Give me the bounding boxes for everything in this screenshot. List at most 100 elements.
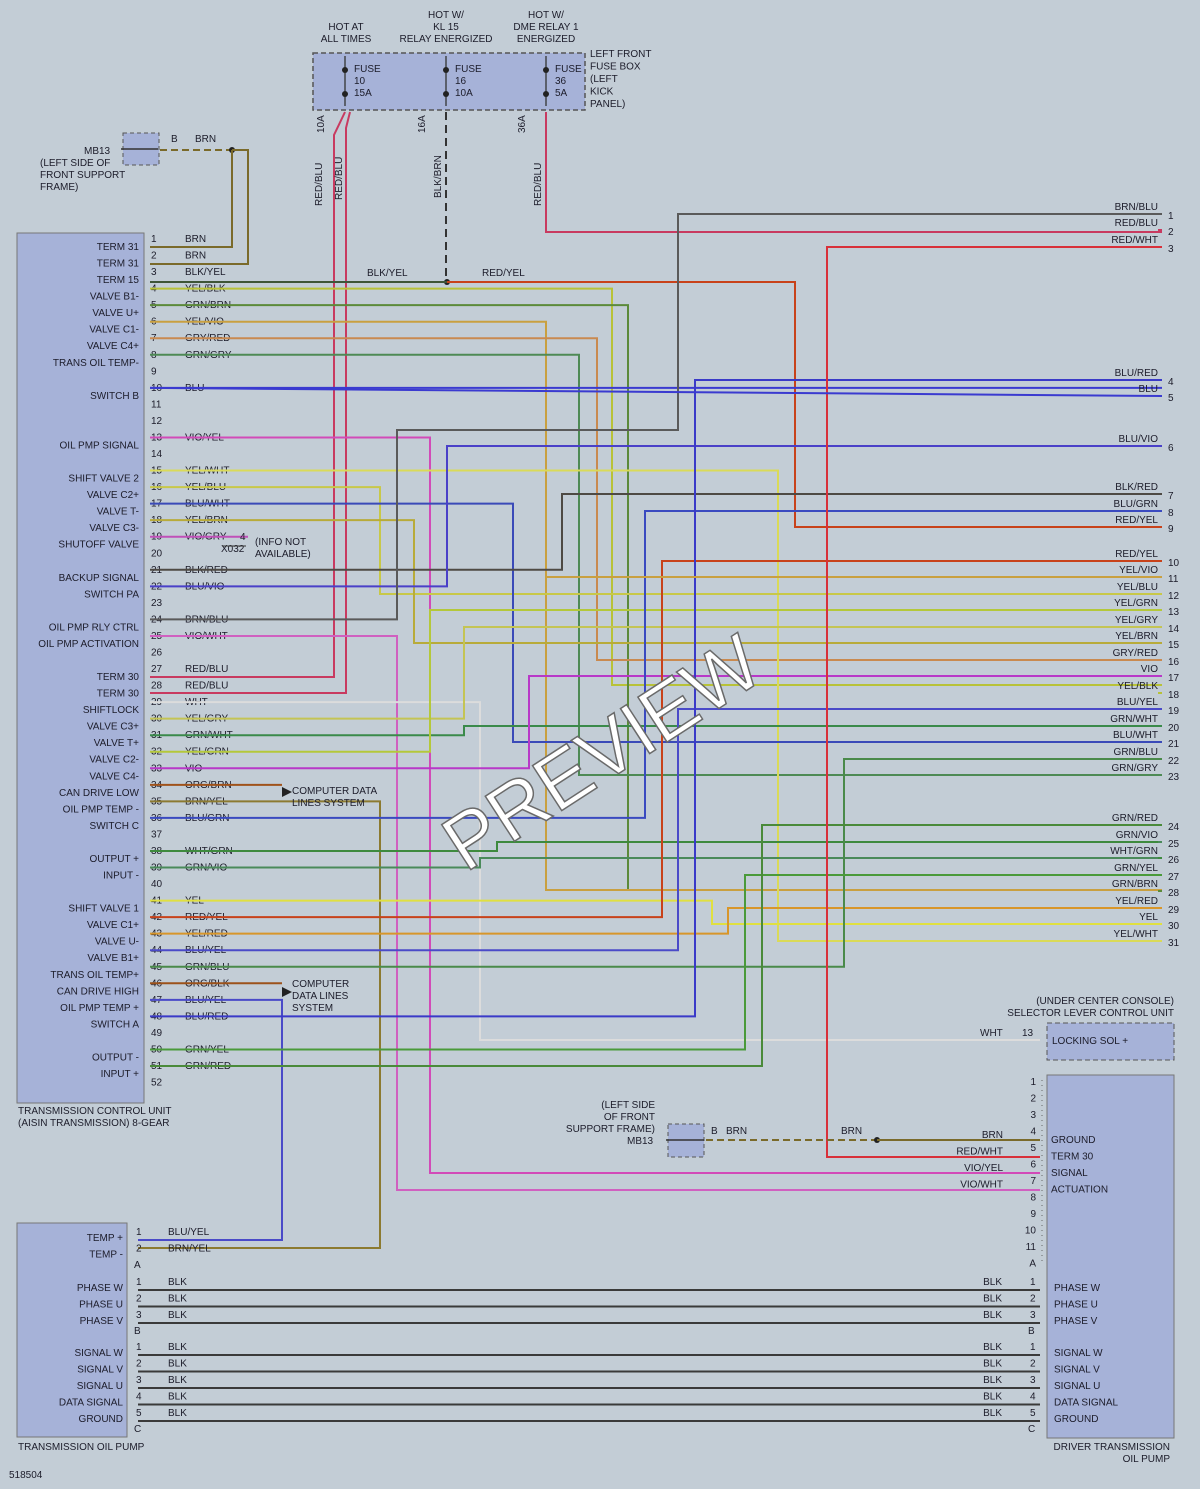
- wire-pin39: [150, 857, 1162, 869]
- driver-phase-label: PHASE U: [1054, 1300, 1098, 1311]
- tcu-pin-label: TERM 15: [97, 275, 140, 286]
- right-wire-label: BLU/RED: [1115, 368, 1158, 379]
- right-wire-label: YEL/GRY: [1115, 615, 1158, 626]
- selector-pin-number: 13: [1022, 1028, 1034, 1039]
- tcu-wire-label: RED/BLU: [185, 681, 228, 692]
- driver-upper-pin: 11: [1026, 1242, 1037, 1253]
- ground-location-top: FRAME): [40, 182, 78, 193]
- right-wire-number: 7: [1168, 491, 1174, 502]
- pump-signal-pin: 4: [136, 1392, 142, 1403]
- right-wire-number: 2: [1168, 227, 1174, 238]
- tcu-pin-number: 37: [151, 829, 163, 840]
- tcu-pin-number: 1: [151, 234, 157, 245]
- right-wire-label: BLU/GRN: [1114, 499, 1158, 510]
- wire-pin32: [150, 609, 1162, 753]
- wire-pin35: [138, 800, 381, 1249]
- splice-label-red-yel: RED/YEL: [482, 268, 525, 279]
- right-wire-label: BLU/WHT: [1113, 730, 1158, 741]
- fuse-number-2: 16: [455, 76, 467, 87]
- wire-pin22: [150, 445, 1162, 588]
- tcu-pin-number: 27: [151, 664, 163, 675]
- right-wire-label: YEL/BRN: [1115, 631, 1158, 642]
- tcu-pin-label: SHIFT VALVE 2: [68, 474, 139, 485]
- tcu-pin-number: 9: [151, 366, 157, 377]
- wire-pin31: [150, 725, 1162, 737]
- wire-fuse10-pin27: [150, 111, 346, 678]
- driver-upper-label: SIGNAL: [1051, 1168, 1088, 1179]
- right-wire-number: 17: [1168, 673, 1180, 684]
- driver-phase-pin: 1: [1030, 1277, 1036, 1288]
- driver-upper-pin: 4: [1030, 1127, 1036, 1138]
- right-wire-label: YEL/BLU: [1117, 582, 1158, 593]
- wire-out3-term30: [826, 246, 1162, 1158]
- driver-signal-label: DATA SIGNAL: [1054, 1398, 1119, 1409]
- pump-signal-label: SIGNAL U: [77, 1381, 123, 1392]
- selector-wire-label: WHT: [980, 1028, 1003, 1039]
- transmission-control-unit: [16, 232, 145, 1104]
- tcu-pin-number: 40: [151, 879, 163, 890]
- right-wire-number: 21: [1168, 739, 1180, 750]
- pump-phase-label: PHASE U: [79, 1300, 123, 1311]
- driver-signal-wire: BLK: [983, 1375, 1002, 1386]
- fuse-node-2: [443, 67, 449, 73]
- driver-phase-label: PHASE W: [1054, 1283, 1101, 1294]
- right-wire-label: GRY/RED: [1113, 648, 1158, 659]
- tcu-pin-number: 52: [151, 1078, 163, 1089]
- pump-signal-pin: 5: [136, 1408, 142, 1419]
- right-wire-label: YEL/BLK: [1117, 681, 1158, 692]
- wire-pin38: [150, 841, 1162, 852]
- right-wire-label: YEL/RED: [1115, 896, 1158, 907]
- splice-label-blk-yel: BLK/YEL: [367, 268, 408, 279]
- pump-signal-wire: BLK: [168, 1375, 187, 1386]
- tcu-title: (AISIN TRANSMISSION) 8-GEAR: [18, 1118, 170, 1129]
- pump-signal-wire: BLK: [168, 1392, 187, 1403]
- fuse-rating-3: 5A: [555, 88, 568, 99]
- tcu-pin-label: VALVE C2+: [87, 490, 139, 501]
- fuse-name-2: FUSE: [455, 64, 482, 75]
- fuse-box-label: LEFT FRONT: [590, 49, 651, 60]
- right-wire-number: 19: [1168, 706, 1180, 717]
- pump-signal-wire: BLK: [168, 1342, 187, 1353]
- driver-upper-pin: 3: [1030, 1110, 1036, 1121]
- pump-temp-label: TEMP -: [89, 1250, 123, 1261]
- fuse-header-2: HOT W/: [428, 10, 464, 21]
- tcu-pin-label: OIL PMP TEMP +: [60, 1003, 139, 1014]
- driver-upper-wire: VIO/YEL: [964, 1163, 1003, 1174]
- pump-phase-pin: 1: [136, 1277, 142, 1288]
- tcu-pin-label: INPUT -: [103, 871, 139, 882]
- right-wire-number: 12: [1168, 591, 1180, 602]
- wire-pin6: [150, 320, 1162, 891]
- fuse-header-1: HOT AT: [328, 22, 363, 33]
- pump-phase-wire: BLK: [168, 1310, 187, 1321]
- pump-signal-wire: BLK: [168, 1359, 187, 1370]
- data-lines-arrow-1: [282, 787, 292, 797]
- wire-pin15: [150, 469, 1162, 942]
- right-wire-number: 4: [1168, 377, 1174, 388]
- tcu-pin-number: 11: [151, 399, 162, 410]
- wire-pin3-out9: [447, 281, 1162, 528]
- fuse-name-3: FUSE: [555, 64, 582, 75]
- right-wire-number: 20: [1168, 723, 1180, 734]
- data-lines-label-2: COMPUTER: [292, 979, 349, 990]
- pump-signal-wire: BLK: [168, 1408, 187, 1419]
- tcu-pin-label: VALVE C3-: [89, 523, 139, 534]
- right-wire-number: 23: [1168, 772, 1180, 783]
- fuse-header-3: ENERGIZED: [517, 34, 575, 45]
- pump-temp-label: TEMP +: [87, 1233, 123, 1244]
- tcu-pin-label: TERM 31: [97, 242, 140, 253]
- fuse-node-3: [543, 67, 549, 73]
- right-wire-number: 8: [1168, 508, 1174, 519]
- driver-signal-label: SIGNAL W: [1054, 1348, 1103, 1359]
- pump-phase-wire: BLK: [168, 1277, 187, 1288]
- right-wire-label: YEL: [1139, 912, 1158, 923]
- right-wire-number: 22: [1168, 756, 1180, 767]
- driver-signal-connector: C: [1028, 1424, 1035, 1435]
- driver-upper-label: TERM 30: [1051, 1152, 1094, 1163]
- tcu-pin-number: 2: [151, 251, 157, 262]
- data-lines-label-1: LINES SYSTEM: [292, 798, 365, 809]
- transmission-oil-pump: [16, 1222, 128, 1438]
- tcu-pin-label: SWITCH A: [91, 1019, 140, 1030]
- fuse-wire-label: RED/BLU: [314, 163, 325, 206]
- driver-title: OIL PUMP: [1123, 1454, 1171, 1465]
